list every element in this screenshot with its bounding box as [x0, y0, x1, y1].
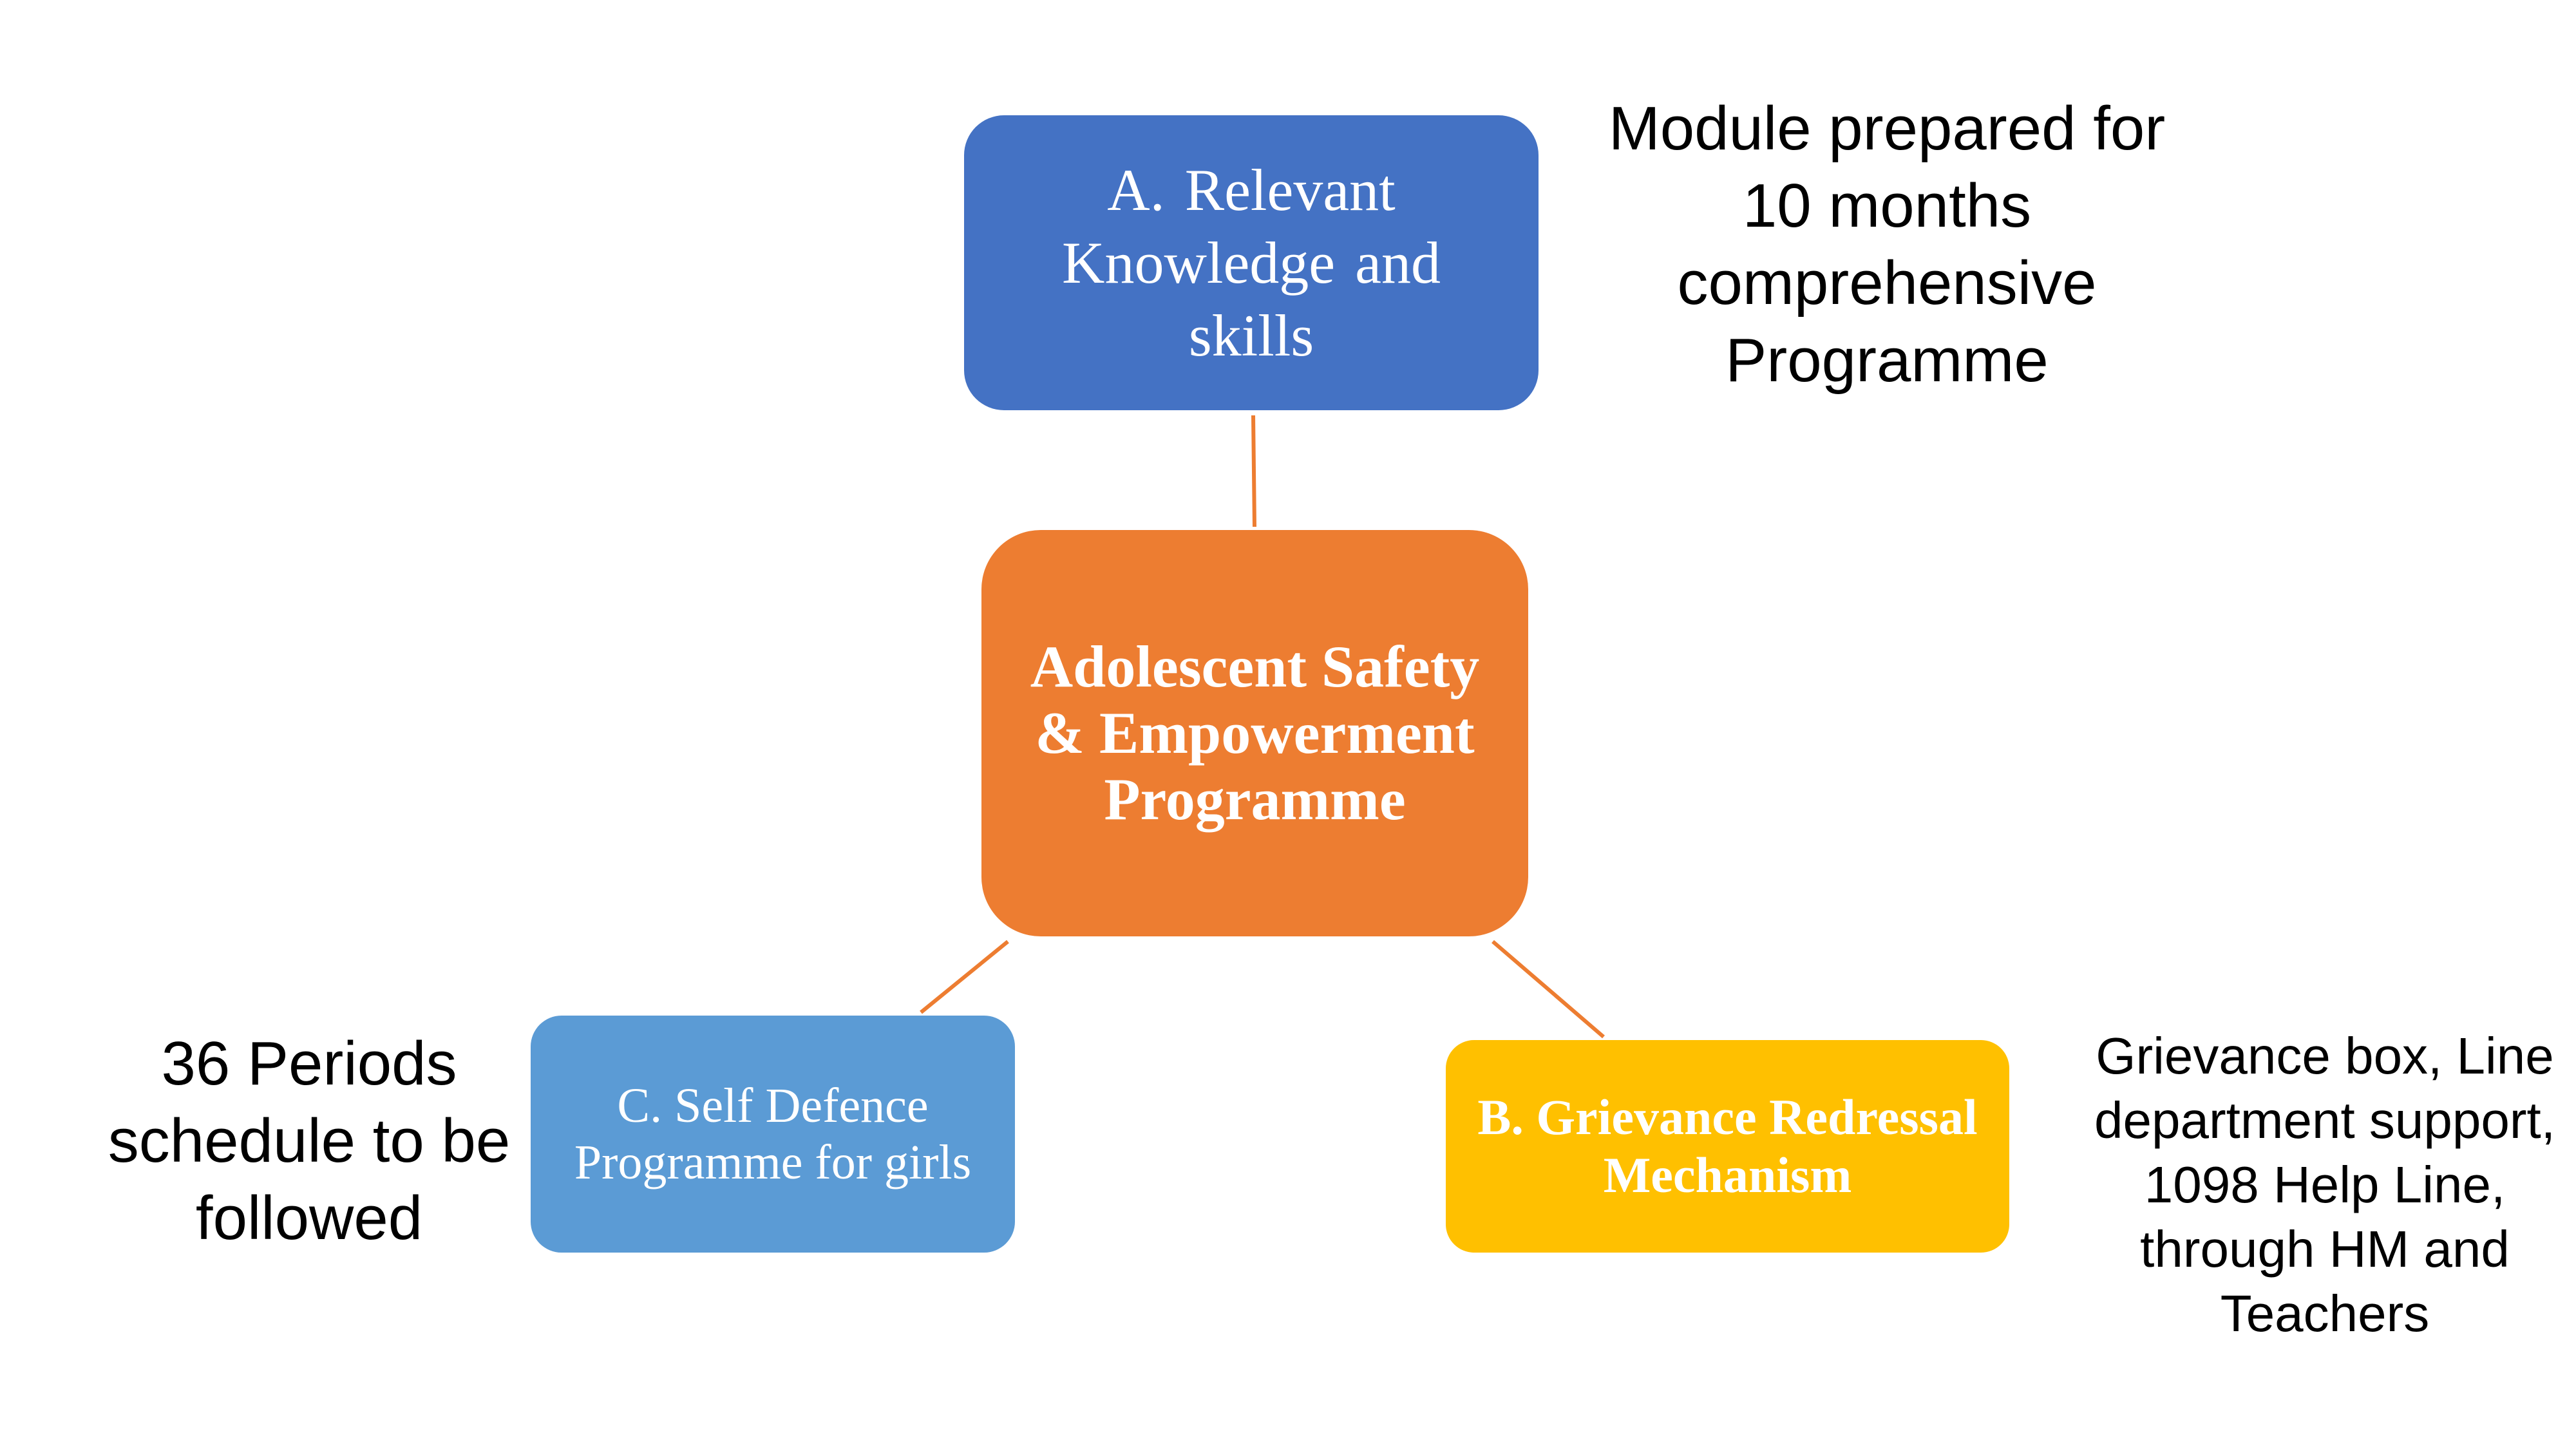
- branch-a-note: Module prepared for 10 months comprehens…: [1608, 94, 2166, 395]
- connector-b: [1492, 940, 1605, 1039]
- center-label: Adolescent Safety & Empowerment Programm…: [1030, 634, 1480, 832]
- branch-c-box: C. Self Defence Programme for girls: [531, 1016, 1015, 1253]
- center-box: Adolescent Safety & Empowerment Programm…: [981, 530, 1528, 936]
- branch-c-note: 36 Periods schedule to be followed: [108, 1029, 511, 1253]
- branch-b-box: B. Grievance Redressal Mechanism: [1446, 1040, 2009, 1253]
- branch-c-label: C. Self Defence Programme for girls: [574, 1079, 972, 1189]
- branch-b-note: Grievance box, Line department support, …: [2094, 1027, 2555, 1342]
- branch-b-label: B. Grievance Redressal Mechanism: [1477, 1089, 1978, 1203]
- branch-a-box: A. Relevant Knowledge and skills: [964, 115, 1539, 410]
- connector-a: [1251, 415, 1256, 527]
- connector-c: [920, 940, 1009, 1014]
- branch-a-label: A. Relevant Knowledge and skills: [1062, 156, 1441, 368]
